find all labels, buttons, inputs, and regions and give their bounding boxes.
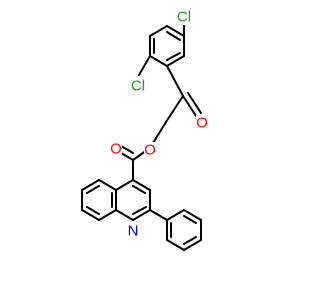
bond (165, 95, 184, 123)
bond (149, 55, 168, 67)
double-bond (166, 52, 181, 61)
dichlorophenyl-ring (138, 22, 185, 76)
acyl-linker (149, 65, 202, 149)
label-mask (144, 142, 156, 158)
bond (98, 179, 117, 191)
double-bond (86, 206, 100, 215)
structure-canvas: Cl Cl O O O N (81, 9, 208, 251)
bond (166, 25, 185, 37)
bond (115, 179, 134, 191)
double-bond-c-o-ketone (187, 92, 202, 114)
label-mask (110, 141, 122, 157)
double-bond (183, 236, 197, 245)
quinoline-benzo-ring (81, 179, 117, 221)
bond (183, 239, 202, 251)
bond (81, 179, 100, 191)
bond (115, 209, 134, 221)
label-mask (127, 223, 139, 239)
quinoline-pyridine-ring (115, 179, 151, 221)
label-mask (174, 9, 194, 25)
double-bond (132, 206, 147, 215)
bond-c-cl-ortho (138, 55, 151, 76)
double-bond (86, 185, 100, 194)
bond (166, 209, 185, 221)
bond (132, 209, 151, 221)
double-bond (183, 215, 197, 224)
bond (183, 209, 202, 221)
phenyl-ring (149, 209, 202, 251)
oxygen-label-ketone: O (196, 115, 208, 132)
chlorine-label-ortho: Cl (131, 78, 145, 95)
bond (132, 179, 151, 191)
oxygen-label-ester-link: O (144, 142, 156, 159)
bond (98, 209, 117, 221)
chlorine-label-top: Cl (177, 9, 191, 26)
double-bond (166, 31, 181, 41)
bond (149, 25, 168, 37)
bond (166, 65, 184, 97)
double-bond (132, 185, 146, 194)
bond (166, 55, 185, 67)
nitrogen-label: N (128, 223, 139, 240)
molecule-diagram: Cl Cl O O O N (81, 9, 208, 251)
label-mask (196, 115, 208, 131)
bond (149, 209, 168, 221)
oxygen-label-ester-carbonyl: O (110, 141, 122, 158)
bond (166, 239, 185, 251)
label-mask (128, 78, 148, 94)
bond (81, 209, 100, 221)
